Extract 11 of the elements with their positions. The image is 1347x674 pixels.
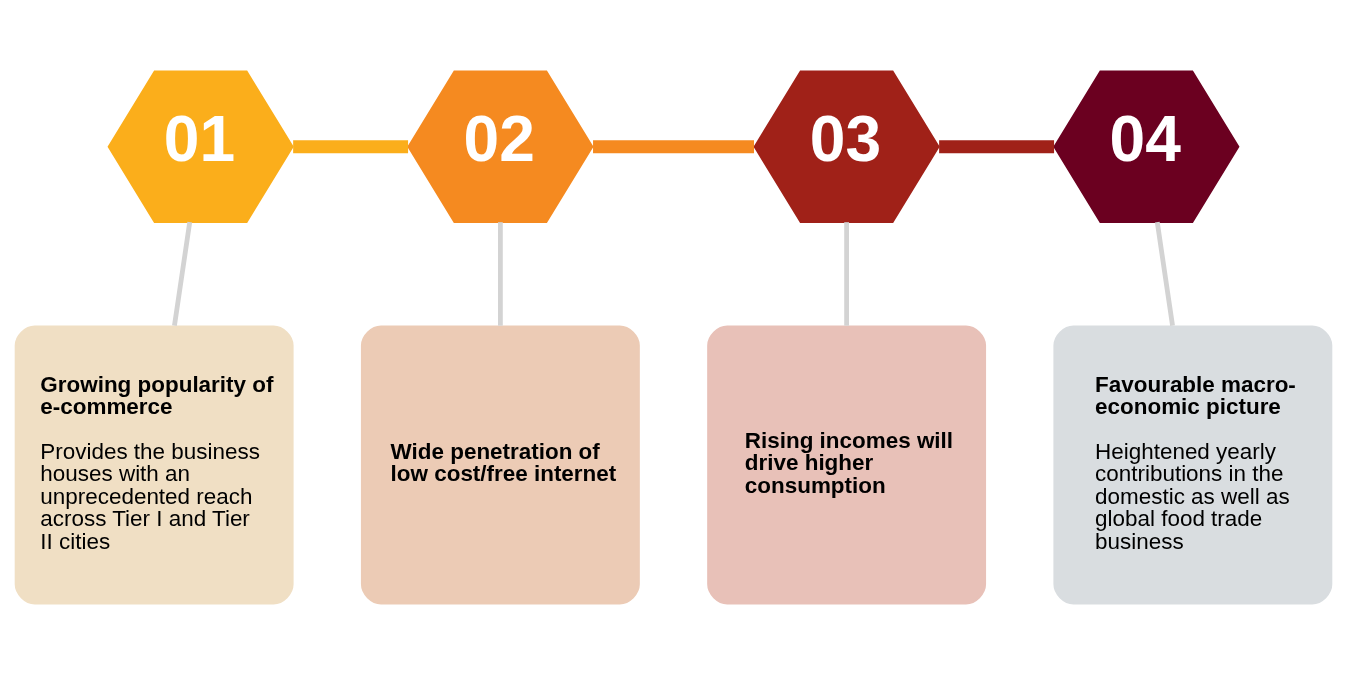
connector — [939, 139, 1055, 153]
node-box: Rising incomes will drive higher consumption — [707, 324, 987, 604]
connector — [844, 221, 850, 326]
connector — [1154, 221, 1175, 326]
connector — [497, 221, 503, 326]
connector — [593, 139, 754, 153]
connector — [172, 221, 193, 326]
connector — [293, 139, 409, 153]
node-box: Growing popularity of e-commerce Provides the business houses with an unprecedented reach across Tier I and Tier II cities — [14, 324, 294, 604]
node-box: Wide penetration of low cost/free internet — [360, 324, 640, 604]
node-box: Favourable macro-economic picture Heightened yearly contributions in the domestic as well as global food trade business — [1053, 324, 1333, 604]
